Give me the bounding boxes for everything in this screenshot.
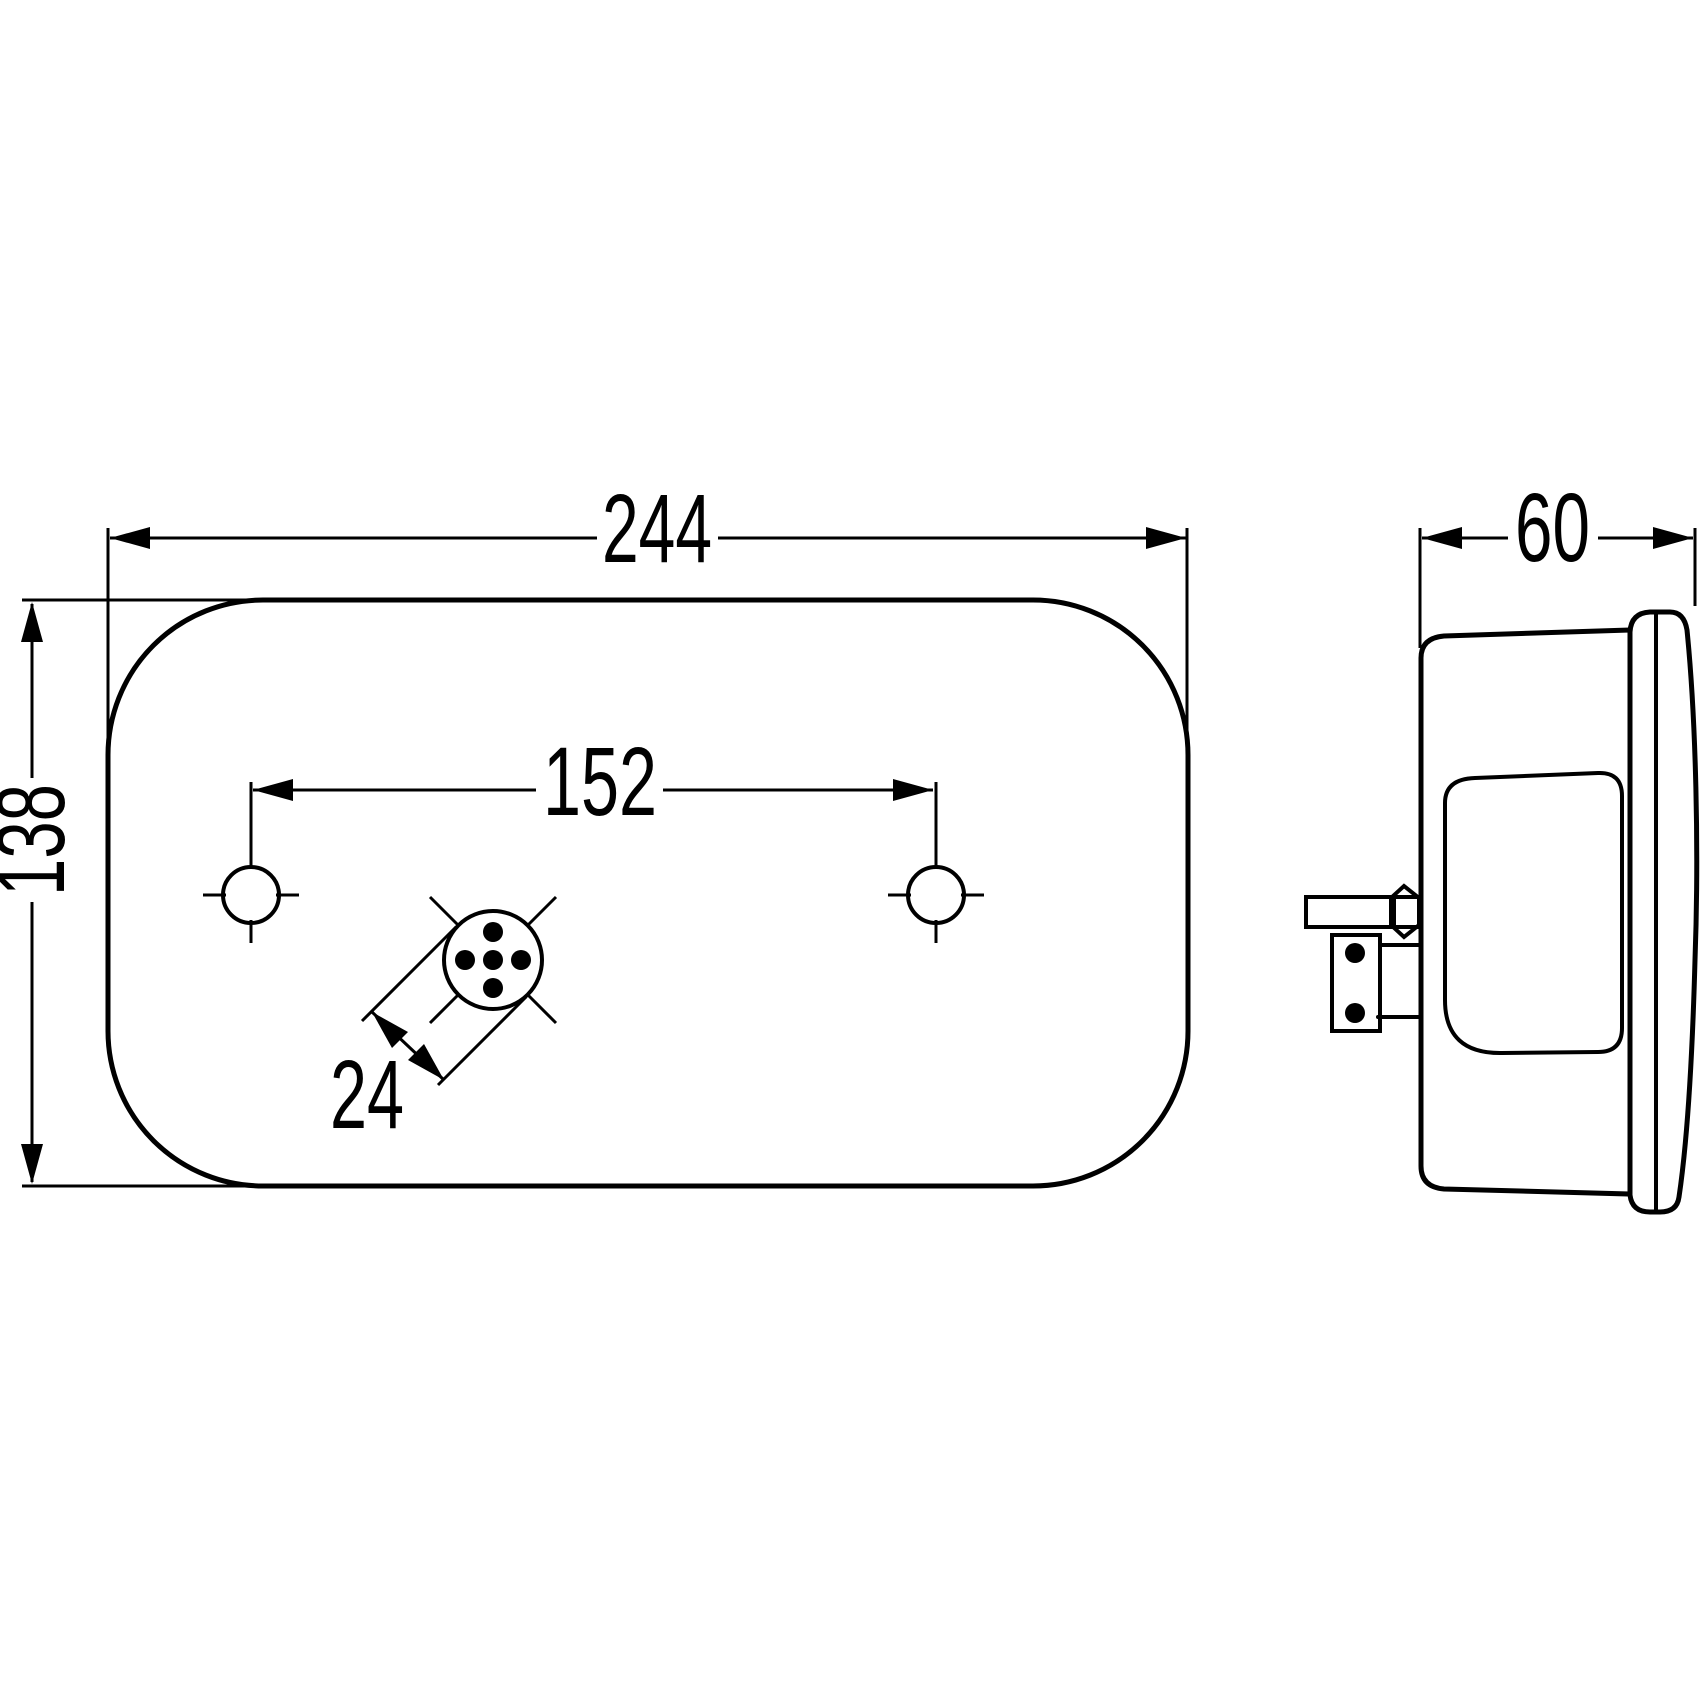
housing-body-outline <box>1418 627 1633 1197</box>
connector-pin-right <box>511 950 531 970</box>
inner-chamber-outline <box>1443 770 1624 1056</box>
mounting-bolt-bracket <box>1304 883 1423 1033</box>
bolt-shaft <box>1304 895 1396 929</box>
arrowhead-left <box>110 527 150 549</box>
dim-label-152: 152 <box>543 727 657 836</box>
dim-depth-60: 60 <box>1418 473 1697 648</box>
connector-pin-top <box>483 922 503 942</box>
lens-profile <box>1627 609 1700 1215</box>
arrowhead-up <box>21 602 43 642</box>
arrowhead-upleft <box>372 1012 408 1048</box>
centerline-spoke <box>428 895 461 928</box>
arrowhead-downright <box>408 1044 444 1080</box>
dim-hole-spacing-152: 152 <box>249 727 938 868</box>
mounting-hole-right <box>888 865 984 943</box>
connector-pin-center <box>483 950 503 970</box>
dim-height-138: 138 <box>0 598 265 1188</box>
arrowhead-down <box>21 1144 43 1184</box>
side-view: 60 <box>1304 473 1700 1215</box>
centerline-spoke <box>525 895 558 928</box>
arrowhead-right <box>1146 527 1186 549</box>
front-view: 244 138 152 <box>0 474 1191 1189</box>
plate-pin-top <box>1345 943 1365 963</box>
arrowhead-left <box>1422 527 1462 549</box>
dim-label-244: 244 <box>602 474 712 583</box>
key-line <box>360 925 458 1023</box>
centerline-spoke <box>428 992 461 1025</box>
arrowhead-left <box>253 779 293 801</box>
arrowhead-right <box>893 779 933 801</box>
connector-pin-bottom <box>483 978 503 998</box>
hole-circle <box>906 865 966 925</box>
dim-label-24: 24 <box>330 1040 404 1149</box>
plate-pin-bottom <box>1345 1003 1365 1023</box>
lamp-front-outline <box>105 597 1191 1189</box>
connector-plate <box>1330 933 1382 1033</box>
key-line <box>436 995 528 1087</box>
arrowhead-right <box>1653 527 1693 549</box>
dim-width-244: 244 <box>106 474 1189 756</box>
centerline-spoke <box>525 992 558 1025</box>
mounting-hole-left <box>203 865 299 943</box>
connector-pin-left <box>455 950 475 970</box>
connector-circle <box>442 909 544 1011</box>
connector-detail: 24 <box>330 895 558 1149</box>
dim-label-138: 138 <box>0 784 85 896</box>
hole-circle <box>221 865 281 925</box>
dim-label-60: 60 <box>1515 473 1590 582</box>
